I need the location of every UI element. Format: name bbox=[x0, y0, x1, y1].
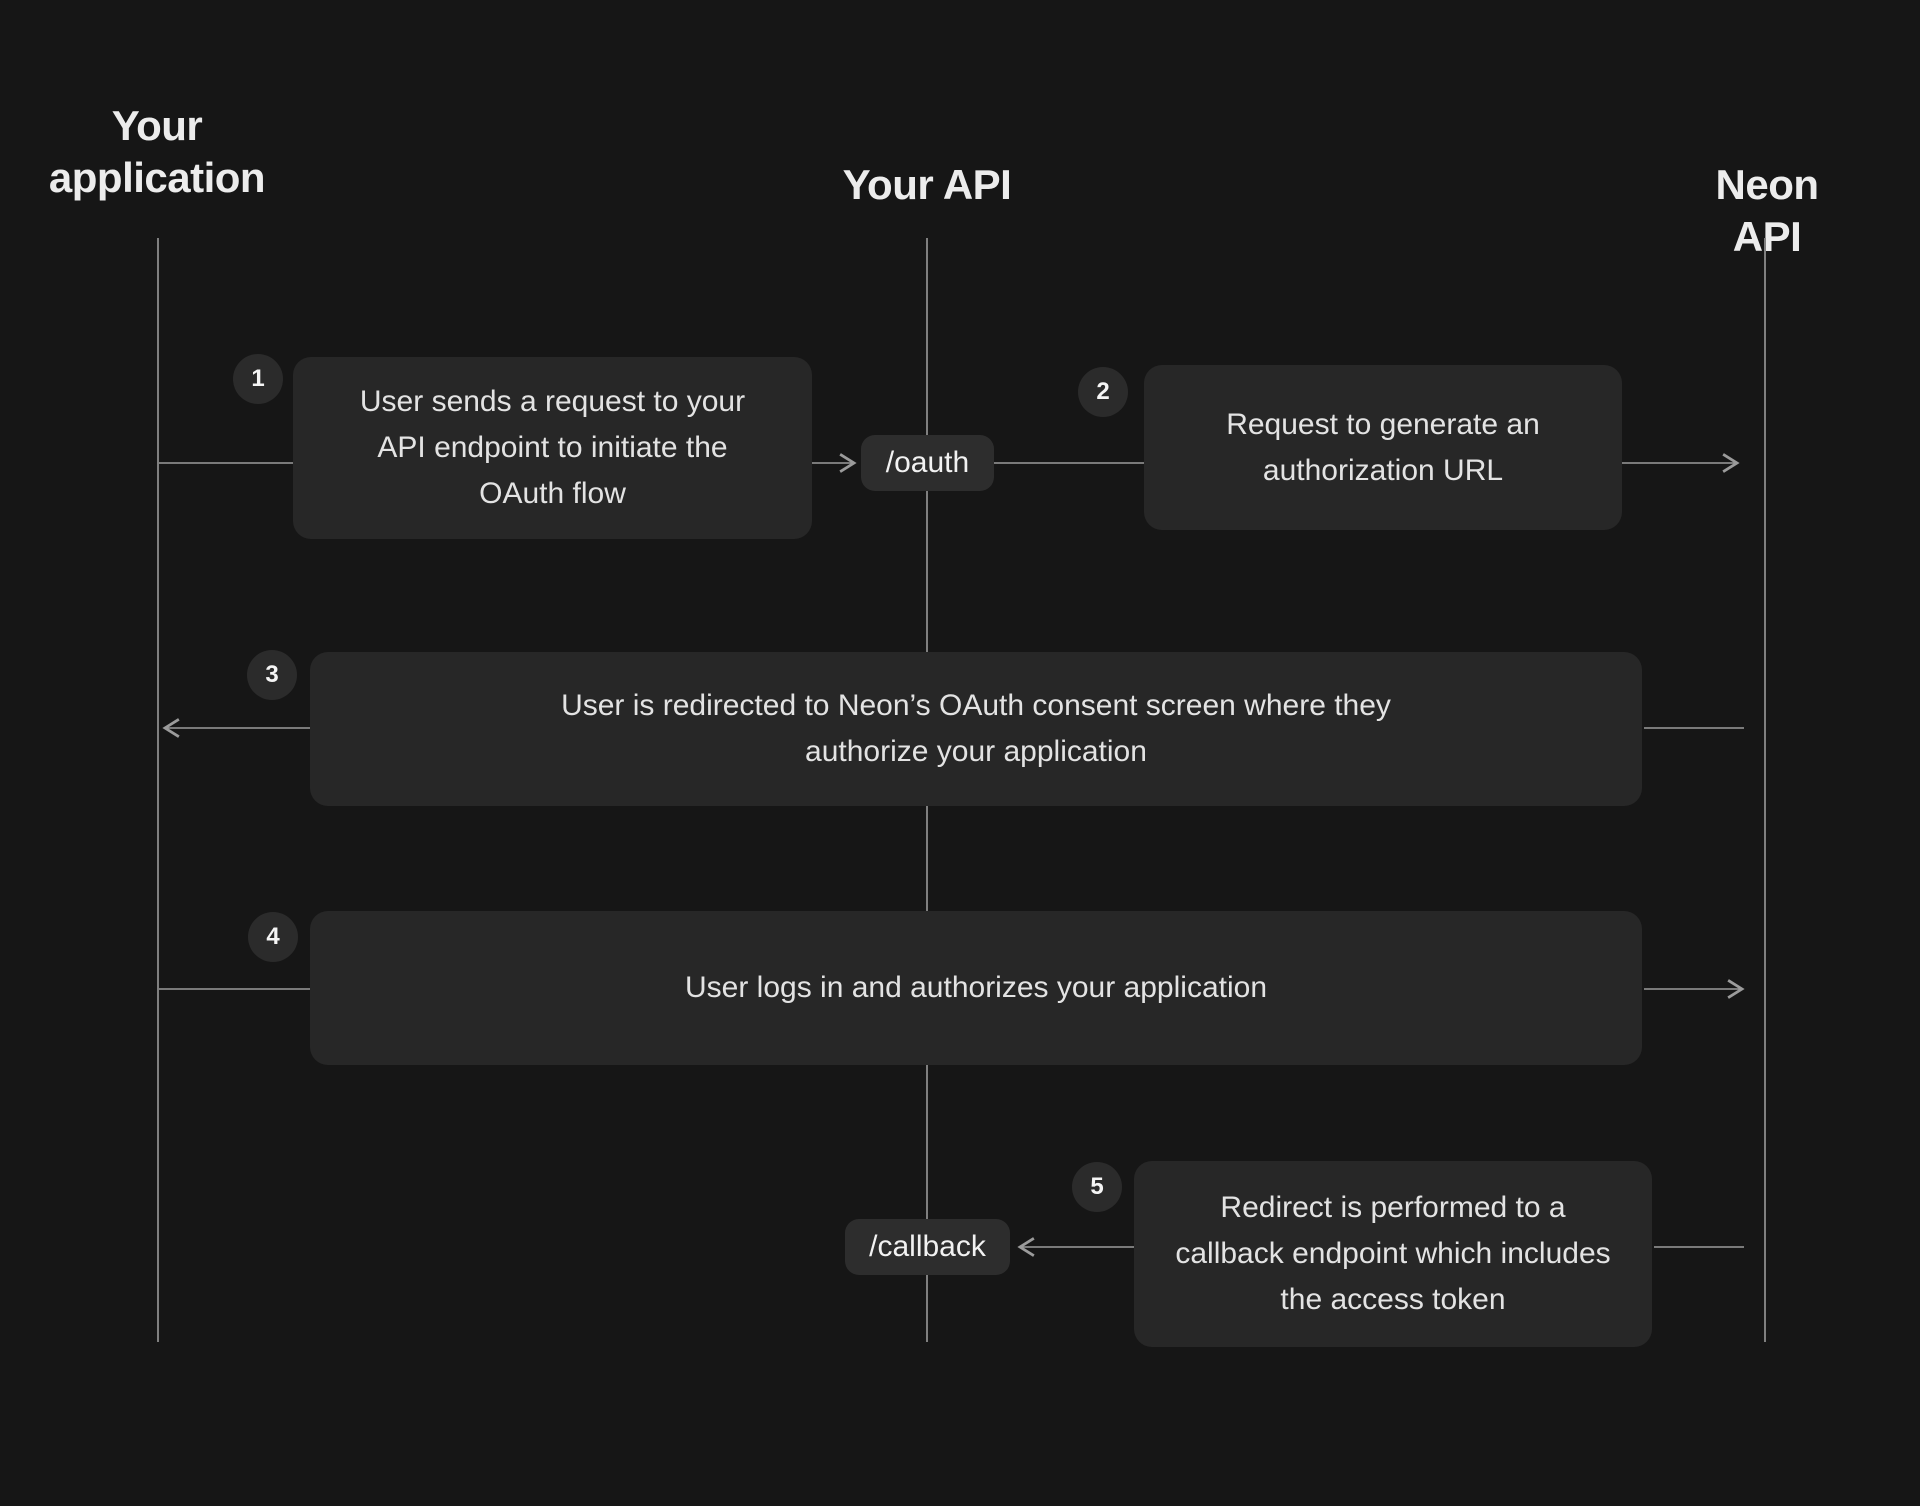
message-text-step-3: User is redirected to Neon’s OAuth conse… bbox=[561, 689, 1391, 768]
message-box-step-1: User sends a request to your API endpoin… bbox=[293, 357, 812, 539]
step-badge-2: 2 bbox=[1078, 367, 1128, 417]
message-text-step-1: User sends a request to your API endpoin… bbox=[359, 385, 746, 510]
endpoint-pill-oauth: /oauth bbox=[861, 435, 994, 491]
participant-your-api: Your API bbox=[842, 161, 1012, 208]
endpoint-pill-callback: /callback bbox=[845, 1219, 1010, 1275]
step-badge-1: 1 bbox=[233, 354, 283, 404]
participant-neon-api: Neon API bbox=[1715, 161, 1820, 260]
message-text-step-4: User logs in and authorizes your applica… bbox=[685, 971, 1267, 1004]
step-badge-4: 4 bbox=[248, 912, 298, 962]
message-box-step-2: Request to generate an authorization URL bbox=[1144, 365, 1622, 530]
step-badge-3: 3 bbox=[247, 650, 297, 700]
message-box-step-3: User is redirected to Neon’s OAuth conse… bbox=[310, 652, 1642, 806]
participant-your-application: Your application bbox=[48, 102, 266, 201]
step-badge-5: 5 bbox=[1072, 1162, 1122, 1212]
message-box-step-5: Redirect is performed to a callback endp… bbox=[1134, 1161, 1652, 1347]
message-box-step-4: User logs in and authorizes your applica… bbox=[310, 911, 1642, 1065]
message-text-step-2: Request to generate an authorization URL bbox=[1226, 407, 1540, 487]
message-text-step-5: Redirect is performed to a callback endp… bbox=[1175, 1191, 1611, 1316]
